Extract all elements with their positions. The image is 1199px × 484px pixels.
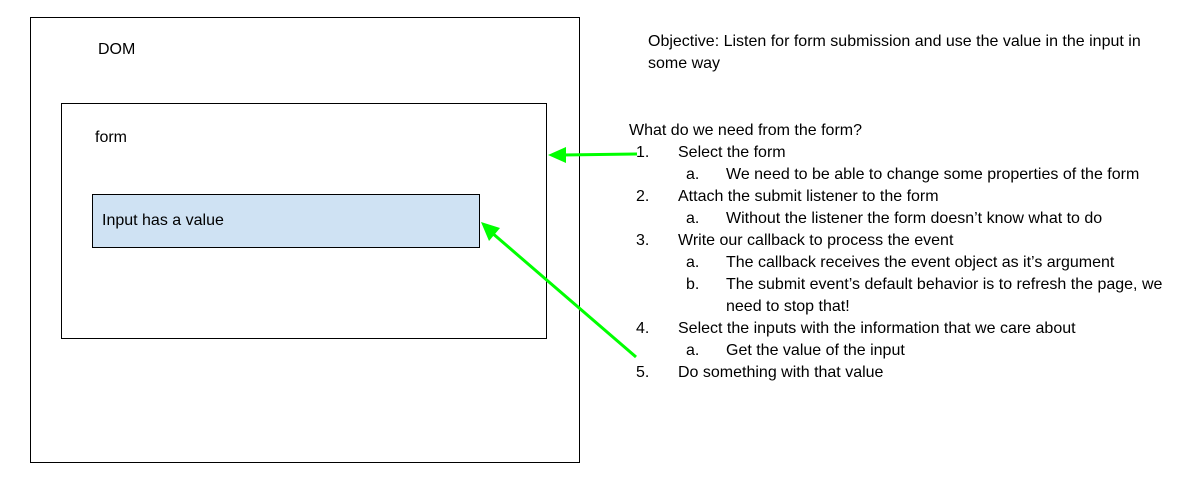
question-heading: What do we need from the form? xyxy=(629,122,862,139)
substep-text: The submit event’s default behavior is t… xyxy=(726,276,1163,315)
step-text: Write our callback to process the event xyxy=(678,232,954,249)
substep-letter: a. xyxy=(686,210,700,227)
substep-item: a. The callback receives the event objec… xyxy=(636,252,1191,274)
substep-letter: a. xyxy=(686,166,700,183)
substep-letter: a. xyxy=(686,254,700,271)
form-box xyxy=(61,103,547,339)
dom-label: DOM xyxy=(98,41,136,58)
substep-text: Without the listener the form doesn’t kn… xyxy=(726,210,1103,227)
step-item: 5. Do something with that value xyxy=(636,362,1191,384)
step-text: Select the inputs with the information t… xyxy=(678,320,1076,337)
step-item: 2. Attach the submit listener to the for… xyxy=(636,186,1191,208)
form-label: form xyxy=(95,129,127,146)
objective-text: Objective: Listen for form submission an… xyxy=(648,33,1141,72)
step-item: 3. Write our callback to process the eve… xyxy=(636,230,1191,252)
step-number: 2. xyxy=(636,188,650,205)
input-box xyxy=(92,194,480,248)
step-number: 3. xyxy=(636,232,650,249)
substep-letter: b. xyxy=(686,276,700,293)
input-label: Input has a value xyxy=(102,212,224,229)
substep-text: Get the value of the input xyxy=(726,342,905,359)
substep-item: b. The submit event’s default behavior i… xyxy=(636,274,1191,318)
substep-text: The callback receives the event object a… xyxy=(726,254,1115,271)
substep-text: We need to be able to change some proper… xyxy=(726,166,1140,183)
step-item: 4. Select the inputs with the informatio… xyxy=(636,318,1191,340)
substep-item: a. We need to be able to change some pro… xyxy=(636,164,1191,186)
step-text: Do something with that value xyxy=(678,364,884,381)
substep-item: a. Get the value of the input xyxy=(636,340,1191,362)
steps-list: 1. Select the form a. We need to be able… xyxy=(636,142,1191,384)
step-number: 1. xyxy=(636,144,650,161)
substep-item: a. Without the listener the form doesn’t… xyxy=(636,208,1191,230)
step-text: Select the form xyxy=(678,144,786,161)
substep-letter: a. xyxy=(686,342,700,359)
step-item: 1. Select the form xyxy=(636,142,1191,164)
step-number: 5. xyxy=(636,364,650,381)
step-text: Attach the submit listener to the form xyxy=(678,188,939,205)
step-number: 4. xyxy=(636,320,650,337)
